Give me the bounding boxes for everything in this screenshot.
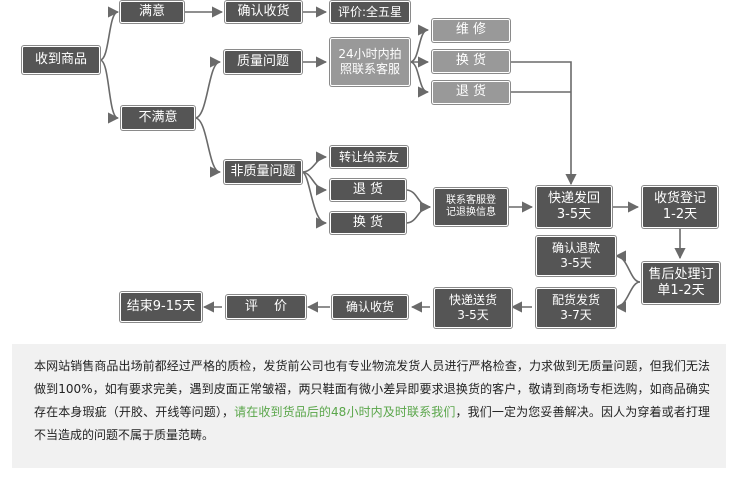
connector-aftersales-refund bbox=[614, 250, 641, 283]
flow-connectors bbox=[99, 6, 686, 313]
node-five-star: 评价:全五星 bbox=[330, 1, 410, 23]
connector-unsatisfied-quality bbox=[194, 56, 222, 119]
node-non-quality-issue: 非质量问题 bbox=[224, 160, 302, 184]
node-transfer-friend: 转让给亲友 bbox=[330, 146, 408, 168]
node-express-send: 快递送货 3-5天 bbox=[434, 288, 512, 328]
connector-received-satisfied bbox=[99, 6, 120, 61]
node-confirm-refund: 确认退款 3-5天 bbox=[536, 236, 616, 276]
connector-unsatisfied-nonquality bbox=[194, 117, 222, 178]
node-contact-register: 联系客服登 记退换信息 bbox=[434, 188, 508, 226]
node-exchange-quality: 换 货 bbox=[432, 50, 510, 73]
connector-contact-repair bbox=[409, 24, 430, 63]
node-end: 结束9-15天 bbox=[120, 292, 202, 322]
notice-text-end: ，我们一定为您妥善解决。因人为穿着或者打理不当造成的问题不属于质量范畴。 bbox=[34, 405, 710, 442]
node-unsatisfied: 不满意 bbox=[121, 106, 195, 130]
node-prepare-ship: 配货发货 3-7天 bbox=[536, 288, 616, 328]
connector-exchange-contact bbox=[405, 201, 432, 224]
connector-return-contact bbox=[405, 189, 432, 213]
node-repair: 维 修 bbox=[432, 19, 510, 42]
node-ship-back: 快递发回 3-5天 bbox=[536, 186, 612, 228]
notice-text: 本网站销售商品出场前都经过严格的质检，发货前公司也有专业物流发货人员进行严格检查… bbox=[34, 359, 710, 419]
node-receive-register: 收货登记 1-2天 bbox=[642, 186, 718, 228]
connector-nonquality-exchange bbox=[301, 171, 328, 229]
node-quality-issue: 质量问题 bbox=[224, 50, 302, 74]
node-satisfied: 满意 bbox=[120, 1, 184, 23]
node-exchange-nonquality: 换 货 bbox=[330, 212, 406, 234]
node-review: 评 价 bbox=[226, 295, 306, 319]
connector-aftersales-prepare bbox=[614, 281, 641, 313]
connector-received-unsatisfied bbox=[99, 59, 120, 124]
connector-contact-return bbox=[409, 61, 430, 98]
connector-quality-to-shipback bbox=[510, 61, 577, 186]
node-after-sales: 售后处理订 单1-2天 bbox=[642, 262, 720, 304]
connector-nonquality-transfer bbox=[301, 151, 328, 173]
notice-highlight: 请在收到货品后的48小时内及时联系我们 bbox=[234, 405, 456, 419]
node-return-quality: 退 货 bbox=[432, 81, 510, 104]
node-return-nonquality: 退 货 bbox=[330, 179, 406, 201]
node-confirm-receipt-top: 确认收货 bbox=[225, 1, 302, 23]
notice-panel: 本网站销售商品出场前都经过严格的质检，发货前公司也有专业物流发货人员进行严格检查… bbox=[12, 344, 726, 468]
node-confirm-receipt-bottom: 确认收货 bbox=[332, 295, 408, 319]
node-received: 收到商品 bbox=[22, 46, 100, 74]
node-contact-cs-24h: 24小时内拍 照联系客服 bbox=[330, 38, 410, 86]
